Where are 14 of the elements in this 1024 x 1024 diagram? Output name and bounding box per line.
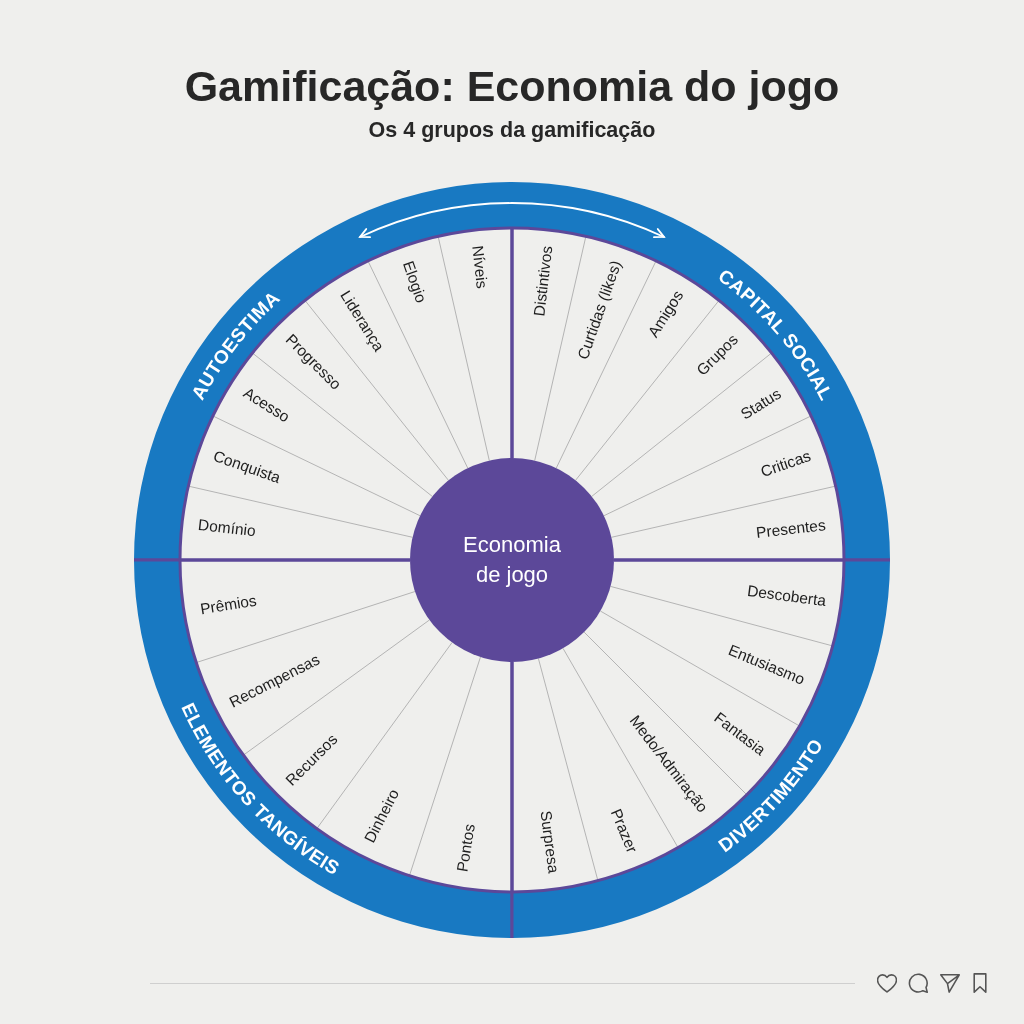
segment-label: Níveis xyxy=(467,244,491,290)
hub-label: Economia de jogo xyxy=(462,531,562,589)
segment-label: Descoberta xyxy=(745,582,827,611)
segment-label: Distintivos xyxy=(530,245,557,318)
segment-label: Elogio xyxy=(399,258,431,306)
segment-label: Presentes xyxy=(755,515,827,542)
segment-label: Prêmios xyxy=(198,591,258,619)
arrow xyxy=(358,202,666,239)
segment-label: Criticas xyxy=(758,447,813,482)
segment-label: Domínio xyxy=(196,515,257,541)
segment-label: Pontos xyxy=(453,823,480,874)
segment-label: Surpresa xyxy=(536,809,563,875)
subtitle: Os 4 grupos da gamificação xyxy=(368,117,656,143)
title: Gamificação: Economia do jogo xyxy=(184,62,840,110)
